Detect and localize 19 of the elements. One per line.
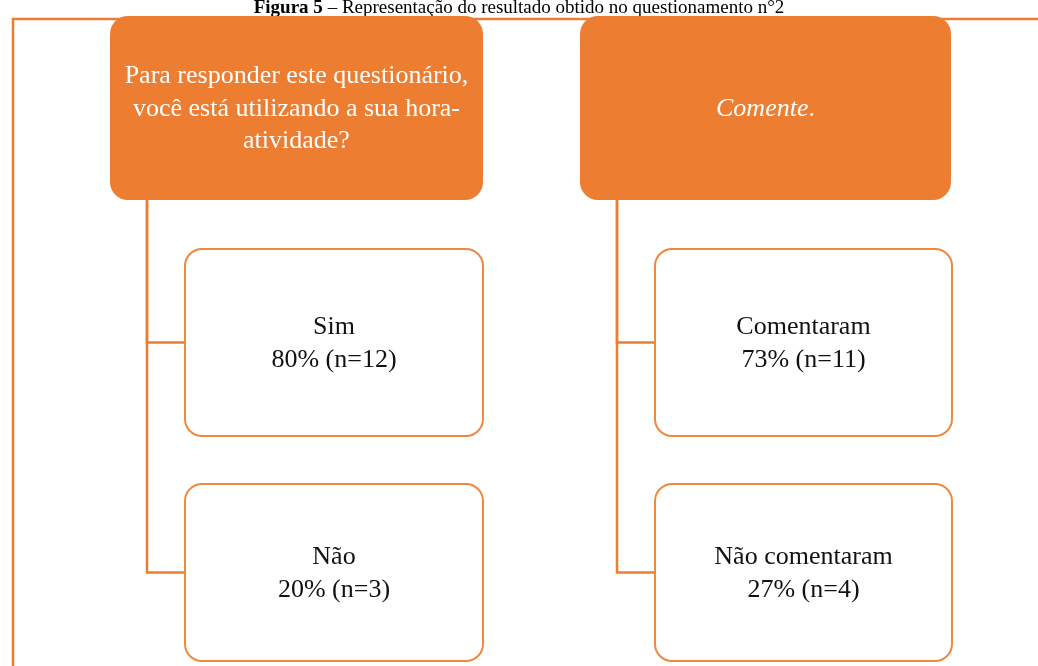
answer-box [654,248,953,437]
node-text: 20% (n=3) [277,572,391,605]
node-text: 80% (n=12) [271,342,397,375]
connector-line [145,200,184,574]
node-text: 27% (n=4) [747,572,860,605]
node-text: 73% (n=11) [741,342,866,375]
answer-box [184,248,484,437]
node-text: Não [312,540,356,572]
node-text: Para responder este questionário, você está utilizando a sua hora-atividade? [124,59,469,157]
node-text: Não comentaram [714,540,893,572]
connector-line [615,200,654,574]
node-text: Comente. [716,91,815,124]
figure-title: Figura 5 – Representação do resultado obtido no questionamento n°2 [252,0,786,18]
answer-box [654,483,953,662]
answer-box [184,483,484,662]
question-box [580,16,951,200]
question-box [110,16,483,200]
node-text: Sim [313,310,355,342]
node-text: Comentaram [736,310,871,342]
